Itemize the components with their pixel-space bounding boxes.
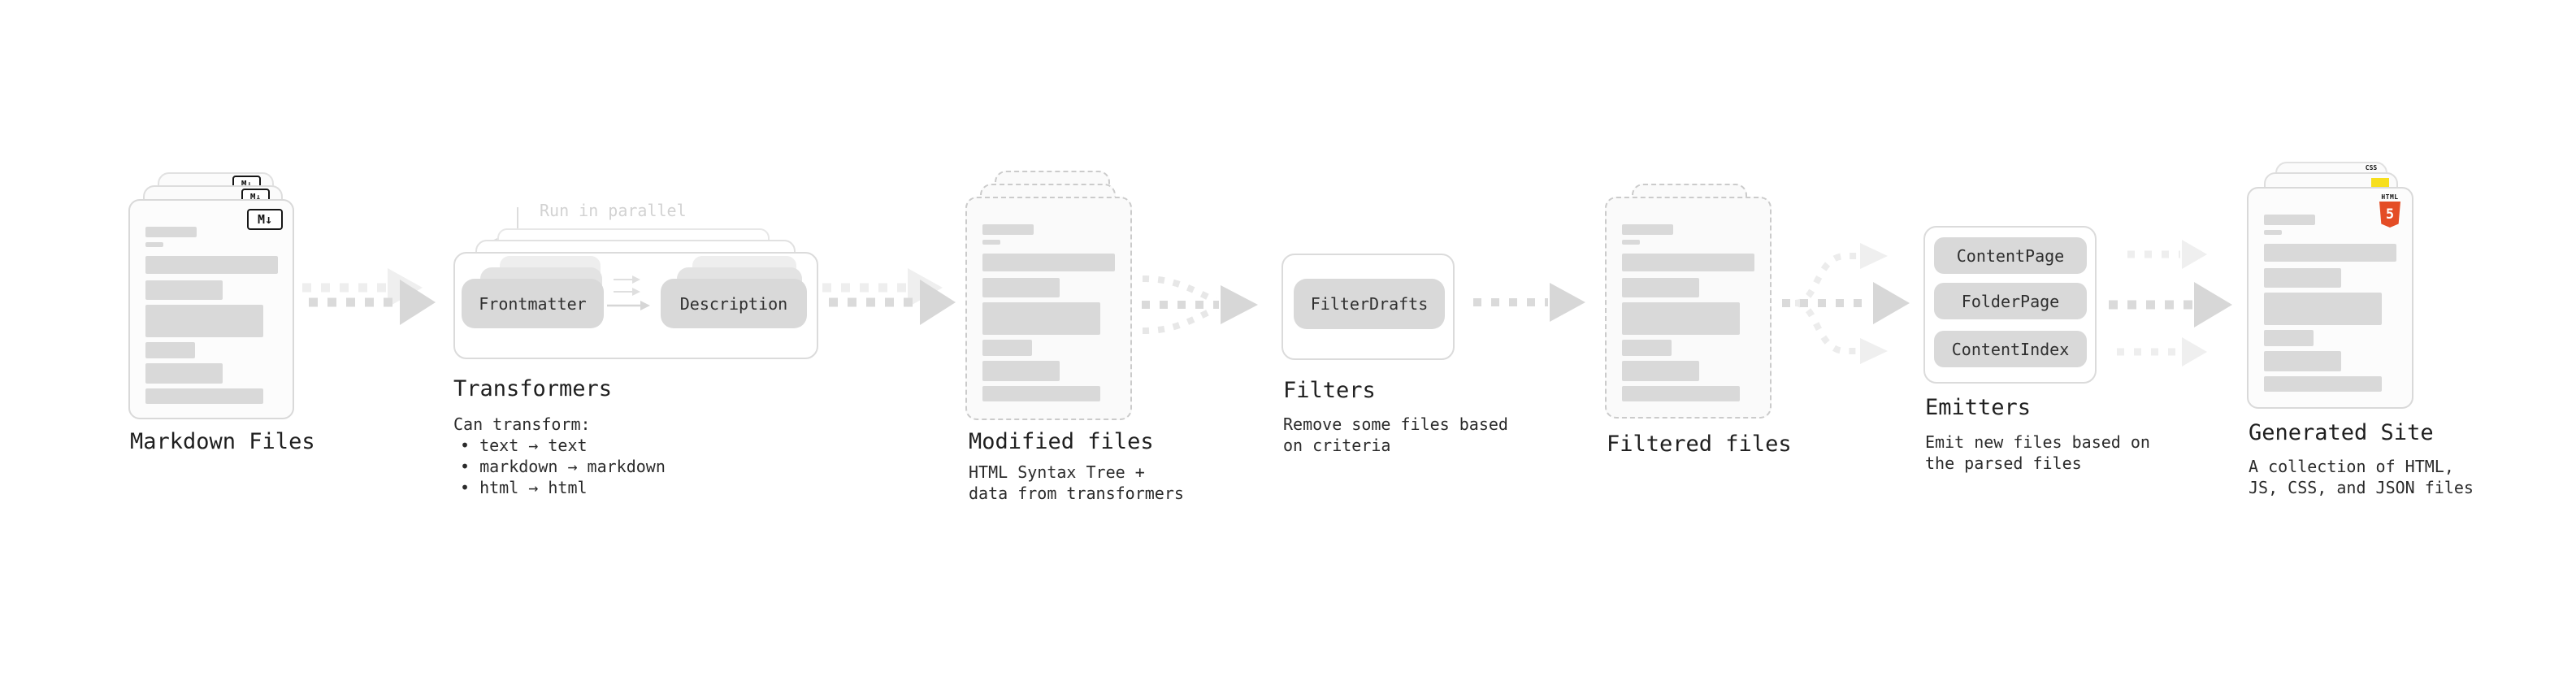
markdown-icon: M↓: [247, 209, 283, 230]
transformers-desc-title: Can transform:: [453, 414, 591, 434]
modified-file-card-front: [965, 197, 1132, 420]
generated-site-desc: A collection of HTML,: [2249, 457, 2454, 476]
transformers-label: Transformers: [453, 376, 613, 401]
transformer-description-pill: Description: [661, 279, 807, 328]
arrow-markdown-to-transformers: [302, 268, 436, 325]
transformers-bullet: • markdown → markdown: [460, 457, 666, 476]
generated-html-file-card: HTML 5: [2247, 187, 2413, 409]
generated-site-desc: JS, CSS, and JSON files: [2249, 478, 2474, 497]
filtered-files-label: Filtered files: [1607, 432, 1792, 457]
javascript-icon: [2371, 178, 2389, 189]
arrow-emitters-to-generated: [2109, 240, 2232, 367]
emitters-desc: the parsed files: [1925, 453, 2082, 473]
emitter-contentpage-pill: ContentPage: [1934, 237, 2087, 274]
html5-icon: HTML 5: [2378, 193, 2402, 228]
transformers-bullet: • text → text: [460, 436, 588, 455]
arrow-filtered-to-emitters: [1782, 243, 1910, 364]
filter-drafts-pill: FilterDrafts: [1294, 279, 1445, 329]
generated-site-label: Generated Site: [2249, 420, 2434, 445]
run-in-parallel-annotation: Run in parallel: [540, 201, 687, 220]
transformer-parallel-arrows: [607, 275, 650, 310]
emitter-contentindex-pill: ContentIndex: [1934, 331, 2087, 367]
emitter-folderpage-pill: FolderPage: [1934, 283, 2087, 319]
filters-desc: on criteria: [1283, 436, 1391, 455]
markdown-files-label: Markdown Files: [130, 429, 315, 454]
transformer-frontmatter-pill: Frontmatter: [462, 279, 604, 328]
modified-files-desc: data from transformers: [969, 484, 1184, 503]
markdown-file-card-front: M↓: [128, 199, 294, 419]
filtered-file-card-front: [1605, 197, 1772, 419]
emitters-label: Emitters: [1925, 395, 2032, 420]
emitters-desc: Emit new files based on: [1925, 432, 2150, 452]
modified-files-desc: HTML Syntax Tree +: [969, 462, 1145, 482]
arrow-transformers-to-modified: [822, 268, 956, 325]
filters-desc: Remove some files based: [1283, 414, 1508, 434]
transformers-bullet: • html → html: [460, 478, 588, 497]
filters-label: Filters: [1283, 378, 1376, 403]
arrow-modified-to-filters: [1142, 275, 1258, 334]
modified-files-label: Modified files: [969, 429, 1154, 454]
arrow-filters-to-filtered: [1473, 283, 1585, 322]
